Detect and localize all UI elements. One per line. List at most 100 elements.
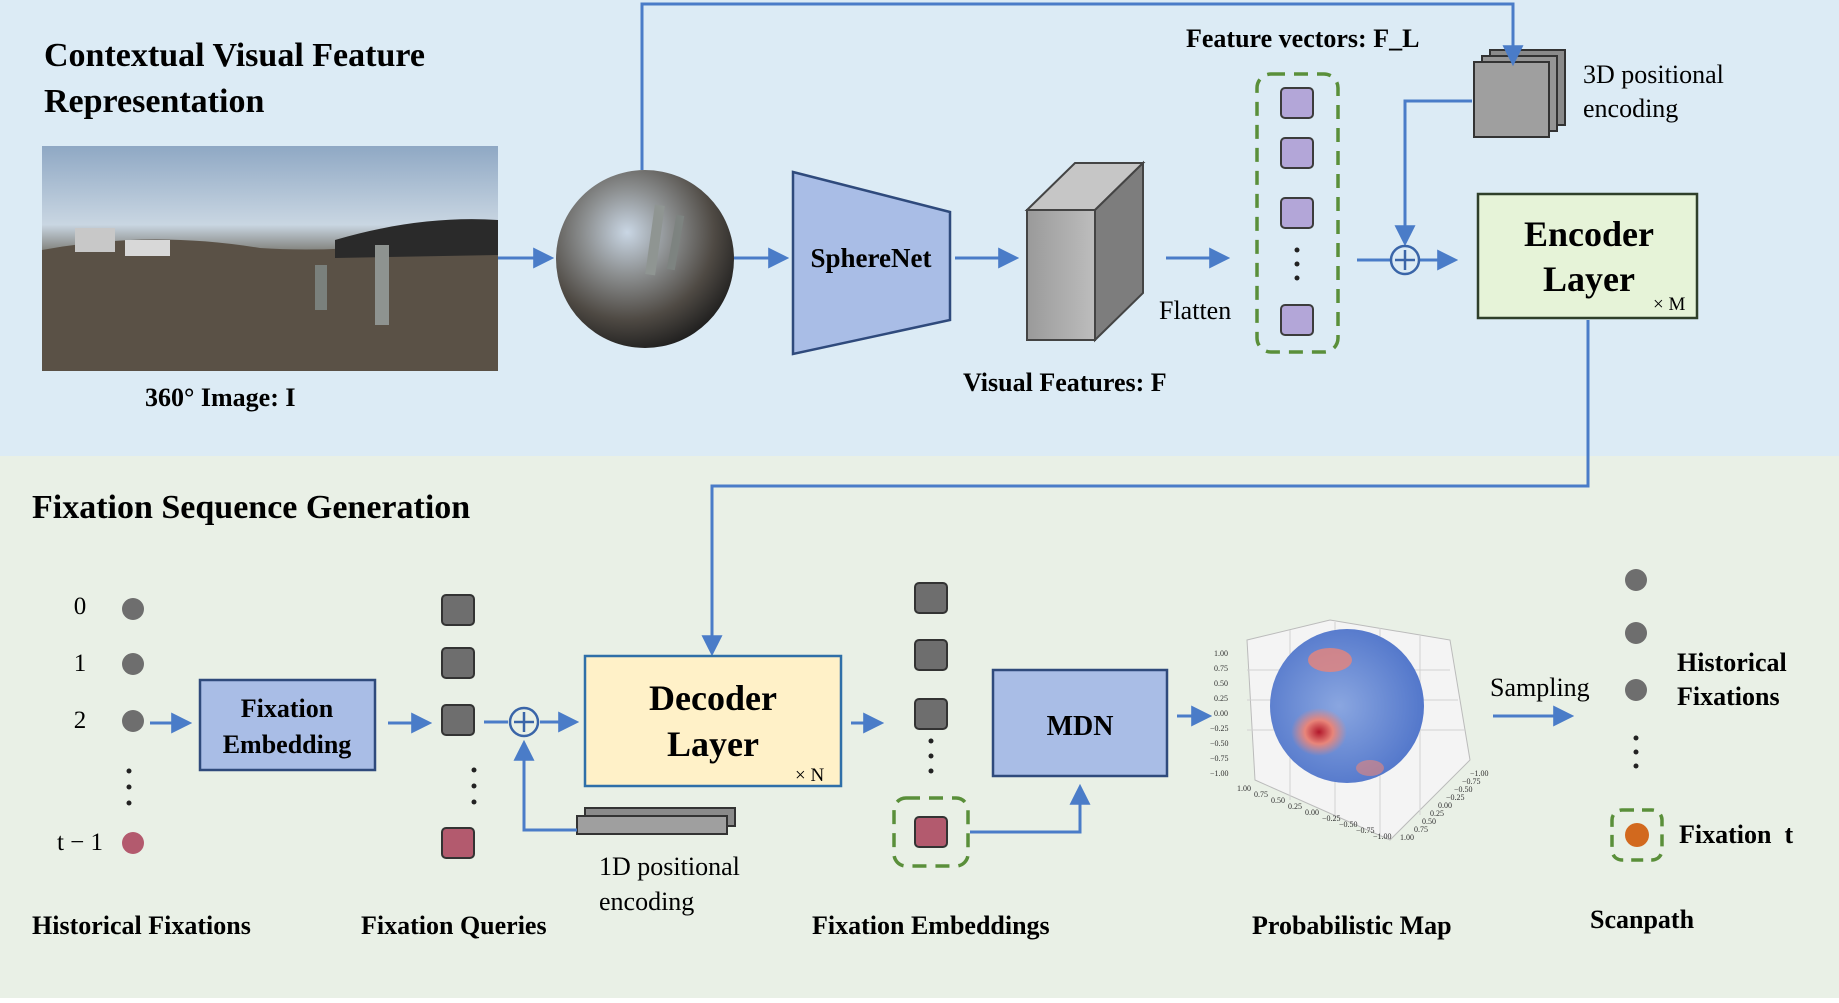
- svg-text:−0.75: −0.75: [1462, 777, 1481, 786]
- svg-text:−1.00: −1.00: [1470, 769, 1489, 778]
- svg-text:0.50: 0.50: [1214, 679, 1228, 688]
- axis-ticks-left: 1.00 0.75 0.50 0.25 0.00 −0.25 −0.50 −0.…: [1210, 649, 1229, 778]
- svg-text:−0.75: −0.75: [1210, 754, 1229, 763]
- svg-text:1.00: 1.00: [1214, 649, 1228, 658]
- svg-text:0.00: 0.00: [1214, 709, 1228, 718]
- fixation-embedding-box: [198, 678, 377, 772]
- decoder-label-line1: Decoder: [649, 678, 777, 718]
- pos3d-label-line2: encoding: [1583, 94, 1678, 123]
- historical-fixations-right-line2: Fixations: [1677, 682, 1780, 711]
- feature-vector-token: [1280, 304, 1314, 336]
- historical-fixations-right-line1: Historical: [1677, 648, 1787, 677]
- fixation-dot: [122, 832, 144, 854]
- svg-text:0.50: 0.50: [1422, 817, 1436, 826]
- fix-label-0: 0: [74, 593, 87, 620]
- svg-text:−0.25: −0.25: [1210, 724, 1229, 733]
- query-token: [441, 647, 475, 679]
- caption-historical-fixations: Historical Fixations: [32, 911, 251, 940]
- pos3d-label-line1: 3D positional: [1583, 60, 1724, 89]
- caption-fixation-embeddings: Fixation Embeddings: [812, 911, 1050, 940]
- pos1d-label-line1: 1D positional: [599, 852, 740, 881]
- svg-text:−0.25: −0.25: [1322, 814, 1341, 823]
- svg-text:−0.75: −0.75: [1356, 826, 1375, 835]
- fixation-dot: [122, 653, 144, 675]
- fixation-dot: [122, 710, 144, 732]
- svg-text:−1.00: −1.00: [1373, 832, 1392, 841]
- caption-scanpath: Scanpath: [1590, 905, 1695, 934]
- axis-ticks-bottom: 1.00 0.75 0.50 0.25 0.00 −0.25 −0.50 −0.…: [1237, 784, 1392, 841]
- fixation-embedding-line1: Fixation: [241, 694, 334, 723]
- query-token: [441, 704, 475, 736]
- embedding-token: [914, 816, 948, 848]
- fix-label-t-1: t − 1: [57, 829, 103, 856]
- embedding-token: [914, 582, 948, 614]
- embedding-token: [914, 698, 948, 730]
- sampling-label: Sampling: [1490, 673, 1590, 702]
- fixation-t-dot: [1625, 823, 1649, 847]
- query-token: [441, 827, 475, 859]
- svg-text:0.75: 0.75: [1254, 790, 1268, 799]
- mdn-label: MDN: [1047, 711, 1114, 742]
- add-node-top: [1389, 244, 1421, 276]
- projected-sphere: [556, 170, 734, 348]
- visual-features-label: Visual Features: F: [963, 368, 1167, 397]
- decoder-repeat: × N: [795, 765, 824, 786]
- svg-text:1.00: 1.00: [1237, 784, 1251, 793]
- feature-vectors-label: Feature vectors: F_L: [1186, 24, 1419, 53]
- bottom-arrows: [150, 705, 1575, 834]
- fixation-t-label: Fixation t: [1679, 820, 1793, 849]
- svg-text:1.00: 1.00: [1400, 833, 1414, 842]
- top-title-line2: Representation: [44, 83, 264, 120]
- svg-text:0.50: 0.50: [1271, 796, 1285, 805]
- svg-text:−1.00: −1.00: [1210, 769, 1229, 778]
- embedding-group: [892, 796, 970, 868]
- ellipsis-dots: [1294, 247, 1300, 281]
- caption-probabilistic-map: Probabilistic Map: [1252, 911, 1452, 940]
- encoder-repeat: × M: [1653, 294, 1685, 315]
- encoder-label-line2: Layer: [1543, 259, 1635, 299]
- flatten-label: Flatten: [1159, 296, 1231, 325]
- axis-ticks-right: −1.00 −0.75 −0.50 −0.25 0.00 0.25 0.50 0…: [1400, 769, 1489, 842]
- pos1d-bar: [576, 807, 736, 835]
- scanpath-dot: [1625, 569, 1647, 591]
- fixation-dot: [122, 598, 144, 620]
- decoder-label-line2: Layer: [667, 724, 759, 764]
- svg-text:0.75: 0.75: [1214, 664, 1228, 673]
- ellipsis-dots: [126, 768, 132, 806]
- encoder-label-line1: Encoder: [1524, 214, 1654, 254]
- svg-text:−0.50: −0.50: [1210, 739, 1229, 748]
- caption-fixation-queries: Fixation Queries: [361, 911, 547, 940]
- fix-label-1: 1: [74, 650, 87, 677]
- fix-label-2: 2: [74, 707, 87, 734]
- ellipsis-dots: [1633, 735, 1639, 769]
- encoder-layer-box: [1476, 192, 1699, 320]
- spherenet-block: [791, 170, 952, 356]
- svg-text:0.75: 0.75: [1414, 825, 1428, 834]
- top-title-line1: Contextual Visual Feature: [44, 37, 425, 74]
- ellipsis-dots: [928, 738, 934, 774]
- scanpath-dot: [1625, 622, 1647, 644]
- mdn-box: [991, 668, 1169, 778]
- probabilistic-map: 1.00 0.75 0.50 0.25 0.00 −0.25 −0.50 −0.…: [1210, 619, 1489, 842]
- svg-text:−0.50: −0.50: [1454, 785, 1473, 794]
- image-caption: 360° Image: I: [145, 383, 296, 412]
- panorama-image: [42, 146, 498, 371]
- query-token: [441, 594, 475, 626]
- scanpath-dot: [1625, 679, 1647, 701]
- svg-text:0.00: 0.00: [1305, 808, 1319, 817]
- svg-text:0.00: 0.00: [1438, 801, 1452, 810]
- embedding-token: [914, 639, 948, 671]
- spherenet-label: SphereNet: [811, 243, 932, 273]
- svg-text:0.25: 0.25: [1288, 802, 1302, 811]
- fixation-t-group: [1610, 808, 1664, 862]
- feature-vector-token: [1280, 197, 1314, 229]
- feature-vector-token: [1280, 137, 1314, 169]
- fixation-embedding-line2: Embedding: [223, 730, 352, 759]
- pos1d-label-line2: encoding: [599, 887, 694, 916]
- feature-vector-token: [1280, 87, 1314, 119]
- svg-text:0.25: 0.25: [1214, 694, 1228, 703]
- svg-text:−0.25: −0.25: [1446, 793, 1465, 802]
- add-node-bottom: [508, 706, 540, 738]
- visual-features-cube: [1024, 160, 1146, 343]
